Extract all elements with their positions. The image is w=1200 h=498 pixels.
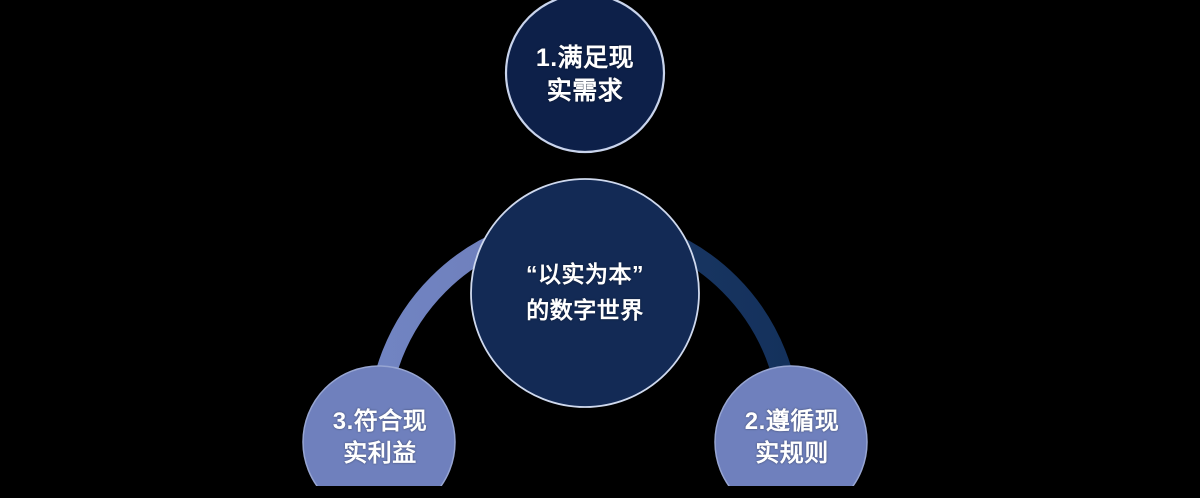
- node-circle-bottom-right[interactable]: [714, 365, 868, 486]
- slide-canvas: 1.满足现 实需求 “以实为本” 的数字世界 3.符合现 实利益 2.遵循现 实…: [302, 0, 868, 486]
- diagram-graphic: [302, 0, 868, 486]
- node-circle-top[interactable]: [504, 0, 666, 154]
- node-circle-bottom-left[interactable]: [302, 365, 456, 486]
- center-circle[interactable]: [470, 178, 700, 408]
